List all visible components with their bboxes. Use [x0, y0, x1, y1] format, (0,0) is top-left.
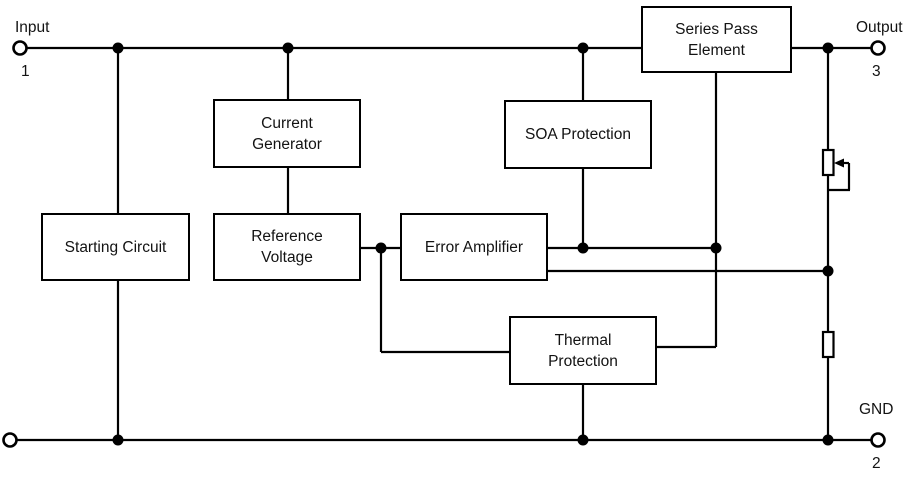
input-terminal-label: Input	[15, 19, 50, 36]
current-generator-block: Current Generator	[213, 99, 361, 168]
error-amplifier-label: Error Amplifier	[424, 238, 524, 256]
soa-protection-label: SOA Protection	[525, 126, 631, 143]
soa-protection-block: SOA Protection	[504, 100, 652, 169]
starting-circuit-block: Starting Circuit	[41, 213, 190, 281]
junction-dot	[577, 242, 589, 254]
junction-dot	[282, 42, 294, 54]
junction-dot	[375, 242, 387, 254]
reference-voltage-label: Reference Voltage	[251, 228, 323, 266]
error-amplifier-block: Error Amplifier	[400, 213, 548, 281]
series-pass-element-label: Series Pass Element	[675, 20, 758, 59]
junction-dot	[822, 434, 834, 446]
thermal-protection-block: Thermal Protection	[509, 316, 657, 385]
junction-dot	[710, 242, 722, 254]
upper-resistor-symbol	[821, 148, 835, 177]
gnd-terminal-label: GND	[859, 401, 894, 418]
junction-dot	[112, 42, 124, 54]
junction-dot	[577, 434, 589, 446]
input-pin-number: 1	[21, 63, 30, 80]
gnd-pin-number: 2	[872, 455, 881, 472]
gnd-terminal-circle	[870, 432, 886, 448]
output-terminal-circle	[870, 40, 886, 56]
junction-dot	[822, 42, 834, 54]
wiper-arrowhead-icon	[834, 158, 844, 168]
starting-circuit-label: Starting Circuit	[64, 238, 167, 256]
reference-voltage-block: Reference Voltage	[213, 213, 361, 281]
series-pass-element-block: Series Pass Element	[641, 6, 792, 73]
thermal-protection-label: Thermal Protection	[548, 331, 618, 370]
current-generator-label: Current Generator	[252, 114, 322, 153]
junction-dot	[577, 42, 589, 54]
input-terminal-circle	[12, 40, 28, 56]
output-terminal-label: Output	[856, 19, 903, 36]
ground-left-terminal-circle	[2, 432, 18, 448]
junction-dot	[822, 265, 834, 277]
junction-dot	[112, 434, 124, 446]
lower-resistor-symbol	[821, 330, 835, 359]
output-pin-number: 3	[872, 63, 881, 80]
